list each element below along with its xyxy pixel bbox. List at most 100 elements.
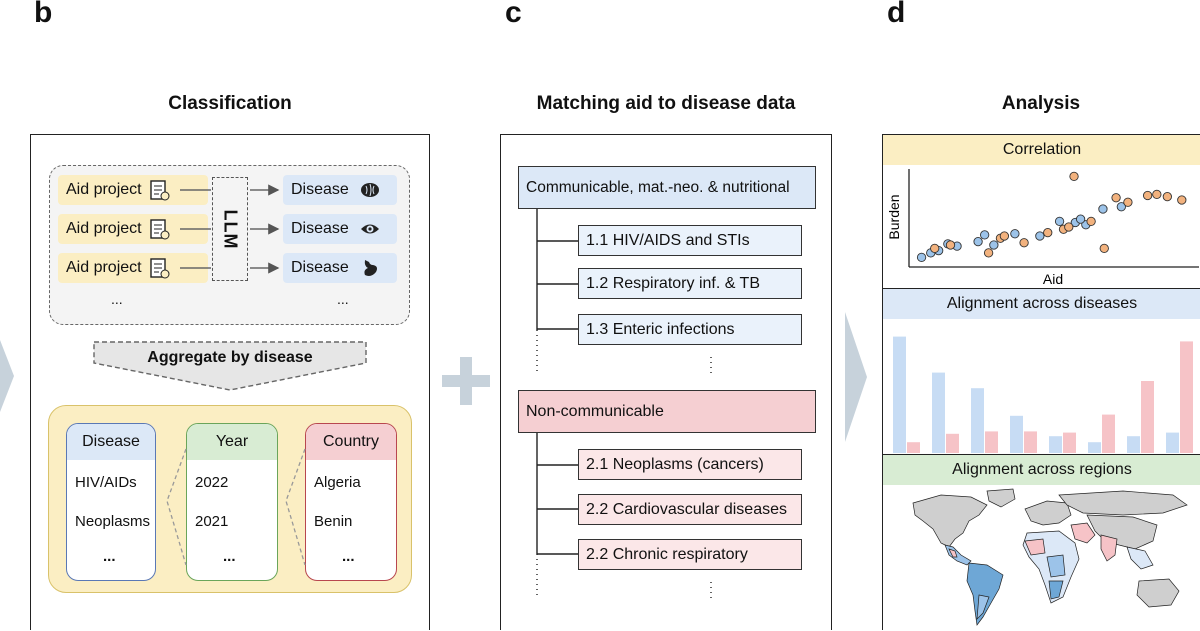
country-cell: ...	[342, 548, 355, 565]
scatter-point-blue	[1035, 231, 1045, 241]
world-map	[912, 488, 1188, 626]
disease-cell: ...	[103, 548, 116, 565]
disease-label: Disease	[291, 259, 349, 276]
matching-title: Matching aid to disease data	[536, 93, 796, 114]
scatter-point-orange	[1069, 171, 1079, 182]
correlation-chart: Burden Aid	[886, 169, 1199, 287]
scatter-point-orange	[1019, 238, 1029, 248]
column-connectors	[166, 448, 306, 566]
map-south-america	[966, 562, 1004, 626]
brain-icon	[360, 183, 379, 197]
disease-cell: HIV/AIDs	[75, 474, 137, 491]
scatter-point-orange	[1086, 216, 1096, 227]
ellipsis-aid: ...	[111, 291, 123, 307]
bar-blue	[1166, 432, 1179, 453]
disease-label: Disease	[291, 220, 349, 237]
eye-icon	[360, 224, 379, 234]
bar-red	[1102, 414, 1115, 453]
year-cell: 2022	[195, 474, 229, 491]
scatter-point-orange	[999, 231, 1010, 241]
correlation-ylabel: Burden	[886, 194, 902, 239]
map-north-america	[912, 494, 988, 548]
map-africa-west	[1024, 538, 1046, 556]
bar-blue	[932, 372, 945, 453]
aid-project-label: Aid project	[66, 220, 142, 237]
map-greenland	[986, 488, 1016, 508]
group-communicable: Communicable, mat.-neo. & nutritional	[518, 166, 816, 209]
aggregate-arrow	[93, 341, 367, 391]
bar-red	[1180, 341, 1193, 453]
category-item: 1.3 Enteric infections	[578, 314, 802, 345]
year-column: Year 2022 2021 ...	[186, 423, 278, 581]
bar-red	[946, 433, 959, 453]
disease-alignment-chart	[893, 336, 1193, 453]
classification-frame: Aid project Aid project Aid project LLM …	[30, 134, 430, 630]
panel-letter-b: b	[34, 0, 53, 29]
category-item: 1.2 Respiratory inf. & TB	[578, 268, 802, 299]
disease-output-3: Disease	[283, 253, 397, 283]
map-africa-south	[1048, 580, 1064, 600]
region-alignment-header: Alignment across regions	[883, 455, 1200, 485]
map-asia	[1086, 514, 1158, 550]
scatter-point-orange	[1099, 243, 1109, 254]
analysis-frame: Correlation Burden Aid Alignment across …	[882, 134, 1200, 630]
disease-label: Disease	[291, 181, 349, 198]
matching-frame: Communicable, mat.-neo. & nutritional 1.…	[500, 134, 832, 630]
bar-red	[1141, 381, 1154, 453]
panel-letter-d: d	[887, 0, 906, 29]
bar-blue	[1088, 442, 1101, 453]
year-column-header: Year	[187, 424, 277, 460]
year-cell: ...	[223, 548, 236, 565]
analysis-title: Analysis	[1001, 93, 1081, 114]
aid-project-label: Aid project	[66, 181, 142, 198]
scatter-point-orange	[1142, 190, 1153, 201]
aggregate-label: Aggregate by disease	[147, 349, 313, 366]
map-russia	[1058, 490, 1188, 516]
group-noncommunicable: Non-communicable	[518, 390, 816, 433]
correlation-xlabel: Aid	[1043, 271, 1063, 287]
scatter-point-blue	[973, 236, 983, 247]
stomach-icon	[364, 260, 377, 276]
llm-box: LLM	[212, 177, 248, 281]
scatter-point-blue	[916, 252, 927, 263]
map-south-america-south	[976, 594, 990, 620]
bar-blue	[971, 388, 984, 453]
scatter-point-orange	[1123, 197, 1133, 207]
tree-lines	[536, 209, 712, 601]
scatter-point-orange	[1043, 227, 1053, 238]
scatter-point-blue	[1054, 216, 1065, 227]
flow-chevron-right	[845, 312, 867, 442]
disease-alignment-panel: Alignment across diseases	[883, 289, 1200, 455]
aid-project-label: Aid project	[66, 259, 142, 276]
disease-column-header: Disease	[67, 424, 155, 460]
scatter-point-orange	[1064, 222, 1074, 232]
ellipsis-disease: ...	[337, 291, 349, 307]
category-item: 1.1 HIV/AIDS and STIs	[578, 225, 802, 256]
document-icon	[149, 258, 170, 279]
map-australia	[1136, 578, 1180, 608]
region-alignment-panel: Alignment across regions	[883, 455, 1200, 631]
scatter-point-orange	[983, 248, 994, 258]
country-cell: Algeria	[314, 474, 361, 491]
llm-arrows	[180, 184, 280, 274]
document-icon	[149, 180, 170, 201]
map-south-asia	[1100, 534, 1118, 562]
category-item: 2.2 Chronic respiratory	[578, 539, 802, 570]
map-mexico-red	[948, 548, 958, 558]
bar-blue	[1010, 415, 1023, 453]
flow-chevron-left	[0, 340, 14, 412]
scatter-point-blue	[1116, 202, 1126, 212]
country-column-header: Country	[306, 424, 396, 460]
bar-red	[985, 431, 998, 453]
scatter-point-blue	[1098, 204, 1108, 214]
scatter-point-orange	[945, 240, 956, 250]
country-cell: Benin	[314, 513, 353, 530]
aid-project-1: Aid project	[58, 175, 208, 205]
classification-title: Classification	[168, 93, 292, 114]
scatter-point-orange	[1111, 193, 1121, 203]
map-central-america	[944, 544, 972, 566]
year-cell: 2021	[195, 513, 229, 530]
bar-red	[1063, 432, 1076, 453]
scatter-point-orange	[1152, 189, 1162, 200]
plus-icon	[442, 357, 490, 405]
